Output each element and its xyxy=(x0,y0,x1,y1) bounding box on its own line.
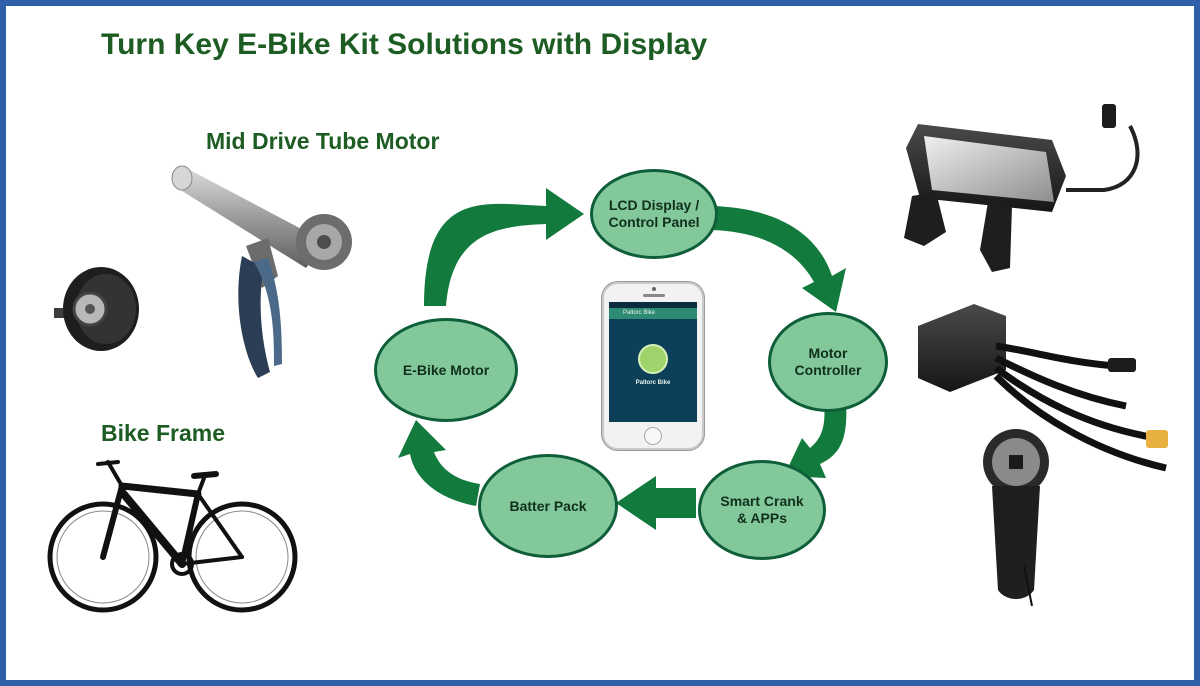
cycle-arrows xyxy=(398,188,847,530)
phone-app-name: Paltorc Bike xyxy=(635,380,671,386)
node-label: E-Bike Motor xyxy=(402,361,490,378)
phone-screen: Paltorc Bike Paltorc Bike xyxy=(609,302,697,422)
cycle-node-lcd-display: LCD Display / Control Panel xyxy=(590,169,718,259)
lcd-display-image xyxy=(904,104,1140,272)
home-button-icon xyxy=(644,427,662,445)
arrow-controller-to-crank xyxy=(784,402,847,478)
cycle-node-battery-pack: Batter Pack xyxy=(478,454,618,558)
bike-logo-icon xyxy=(638,344,668,374)
node-label: Motor Controller xyxy=(794,345,862,378)
smartphone-app-image: Paltorc Bike Paltorc Bike xyxy=(602,282,704,450)
node-label: Batter Pack xyxy=(509,497,587,514)
caption-mid-drive-tube-motor: Mid Drive Tube Motor xyxy=(206,128,440,154)
mid-drive-motor-image xyxy=(171,165,352,378)
crank-sensor-image xyxy=(983,429,1049,607)
hub-motor-image xyxy=(54,267,139,351)
illustrations xyxy=(47,104,1168,613)
speaker-grille xyxy=(643,294,665,297)
phone-app-bar: Paltorc Bike xyxy=(609,308,697,319)
cycle-node-smart-crank: Smart Crank & APPs xyxy=(698,460,826,560)
camera-icon xyxy=(652,287,656,291)
arrow-lcd-to-controller xyxy=(712,206,846,312)
cycle-node-motor-controller: Motor Controller xyxy=(768,312,888,412)
node-label: Smart Crank & APPs xyxy=(720,493,804,526)
motor-controller-image xyxy=(918,304,1168,472)
phone-status-bar xyxy=(609,302,697,308)
cycle-node-ebike-motor: E-Bike Motor xyxy=(374,318,518,422)
arrow-motor-to-lcd xyxy=(424,188,584,306)
page-title: Turn Key E-Bike Kit Solutions with Displ… xyxy=(101,28,708,61)
arrow-battery-to-motor xyxy=(398,420,480,506)
road-bike-image xyxy=(47,460,298,613)
arrow-crank-to-battery xyxy=(616,476,696,530)
caption-bike-frame: Bike Frame xyxy=(101,420,226,446)
node-label: LCD Display / Control Panel xyxy=(608,197,700,230)
